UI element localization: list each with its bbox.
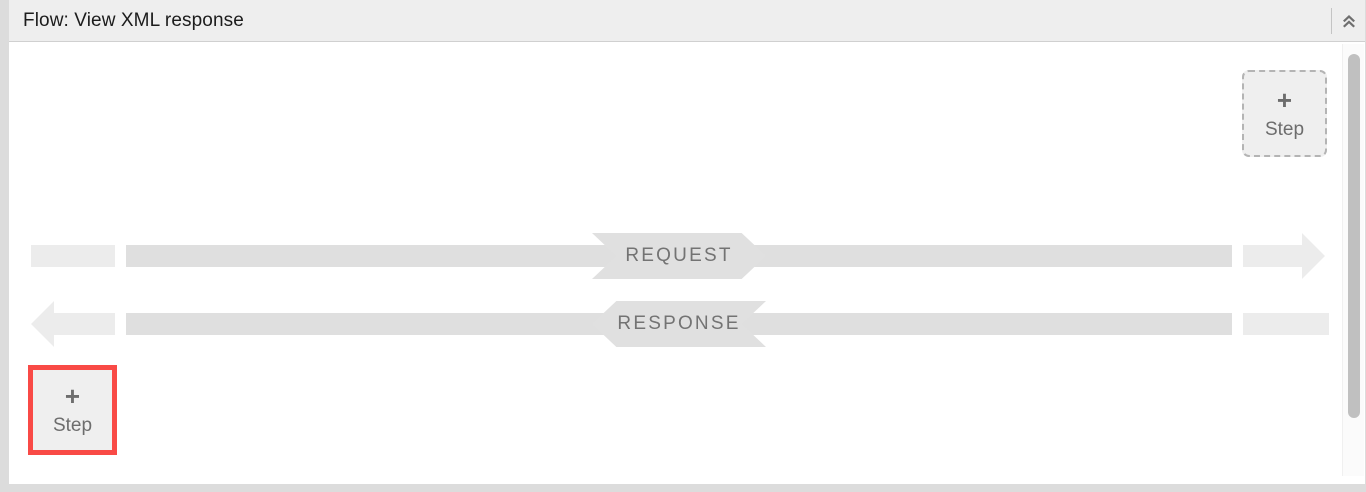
panel-title: Flow: View XML response [23,9,244,31]
add-step-label: Step [1264,118,1305,140]
plus-icon: + [1276,84,1293,115]
add-step-label: Step [52,415,93,436]
header-divider [1331,7,1332,34]
vertical-scrollbar[interactable] [1342,44,1364,476]
response-track-start-stub [73,313,115,335]
response-track-end-stub [1243,313,1329,335]
request-banner: REQUEST [592,233,766,279]
request-track-left [126,245,641,267]
request-track-right [719,245,1232,267]
arrow-left-icon [31,301,77,347]
response-label: RESPONSE [617,313,741,334]
arrow-right-icon [1279,233,1325,279]
collapse-panel-button[interactable] [1332,0,1365,41]
panel-header: Flow: View XML response [9,0,1365,42]
request-track-end-stub [1243,245,1283,267]
flow-row-response: RESPONSE [9,301,1365,347]
flow-canvas: + Step REQUEST [9,43,1365,484]
response-banner: RESPONSE [592,301,766,347]
add-step-button-bottom-highlight[interactable]: + Step [28,365,117,455]
add-step-button-bottom[interactable]: + Step [33,370,112,450]
response-track-left [126,313,641,335]
request-label: REQUEST [625,245,733,266]
response-track-right [719,313,1232,335]
request-track-start-stub [31,245,115,267]
double-chevron-up-icon [1339,11,1359,31]
plus-icon: + [64,381,81,411]
flow-row-request: REQUEST [9,233,1365,279]
vertical-scrollbar-thumb[interactable] [1348,54,1360,418]
add-step-button-top[interactable]: + Step [1242,70,1327,157]
